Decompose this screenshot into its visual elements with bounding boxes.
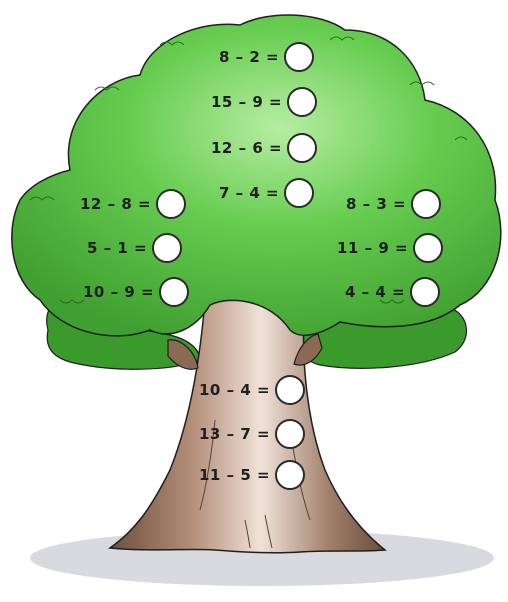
answer-circle[interactable]	[275, 460, 306, 490]
problem-expression: 10 – 4 =	[199, 381, 271, 399]
problem-expression: 8 – 3 =	[346, 195, 407, 213]
branch-stub-left	[167, 339, 199, 370]
problem-2: 15 – 9 =	[211, 85, 318, 119]
problem-5: 12 – 8 =	[80, 187, 187, 221]
problem-expression: 10 – 9 =	[83, 283, 155, 301]
answer-circle[interactable]	[410, 277, 441, 307]
problem-7: 10 – 9 =	[83, 275, 190, 309]
tree-trunk	[107, 299, 387, 554]
problem-expression: 4 – 4 =	[345, 283, 406, 301]
problem-12: 13 – 7 =	[199, 417, 306, 451]
problem-expression: 11 – 5 =	[199, 466, 271, 484]
problem-expression: 11 – 9 =	[337, 239, 409, 257]
problem-4: 7 – 4 =	[219, 176, 315, 210]
foliage-crown	[11, 14, 502, 337]
problem-9: 11 – 9 =	[337, 231, 444, 265]
problem-1: 8 – 2 =	[219, 40, 315, 74]
answer-circle[interactable]	[152, 233, 183, 263]
answer-circle[interactable]	[275, 375, 306, 405]
problem-expression: 15 – 9 =	[211, 93, 283, 111]
problem-10: 4 – 4 =	[345, 275, 441, 309]
problem-expression: 5 – 1 =	[87, 239, 148, 257]
problem-8: 8 – 3 =	[346, 187, 442, 221]
answer-circle[interactable]	[413, 233, 444, 263]
answer-circle[interactable]	[156, 189, 187, 219]
problem-11: 10 – 4 =	[199, 373, 306, 407]
problem-3: 12 – 6 =	[211, 131, 318, 165]
answer-circle[interactable]	[275, 419, 306, 449]
problem-expression: 8 – 2 =	[219, 48, 280, 66]
answer-circle[interactable]	[287, 87, 318, 117]
answer-circle[interactable]	[284, 178, 315, 208]
answer-circle[interactable]	[159, 277, 190, 307]
problem-expression: 12 – 6 =	[211, 139, 283, 157]
answer-circle[interactable]	[411, 189, 442, 219]
problem-13: 11 – 5 =	[199, 458, 306, 492]
problem-expression: 12 – 8 =	[80, 195, 152, 213]
problem-expression: 13 – 7 =	[199, 425, 271, 443]
answer-circle[interactable]	[287, 133, 318, 163]
problem-6: 5 – 1 =	[87, 231, 183, 265]
leaf-texture	[29, 36, 468, 304]
answer-circle[interactable]	[284, 42, 315, 72]
branch-stub-right	[293, 333, 323, 366]
problem-expression: 7 – 4 =	[219, 184, 280, 202]
